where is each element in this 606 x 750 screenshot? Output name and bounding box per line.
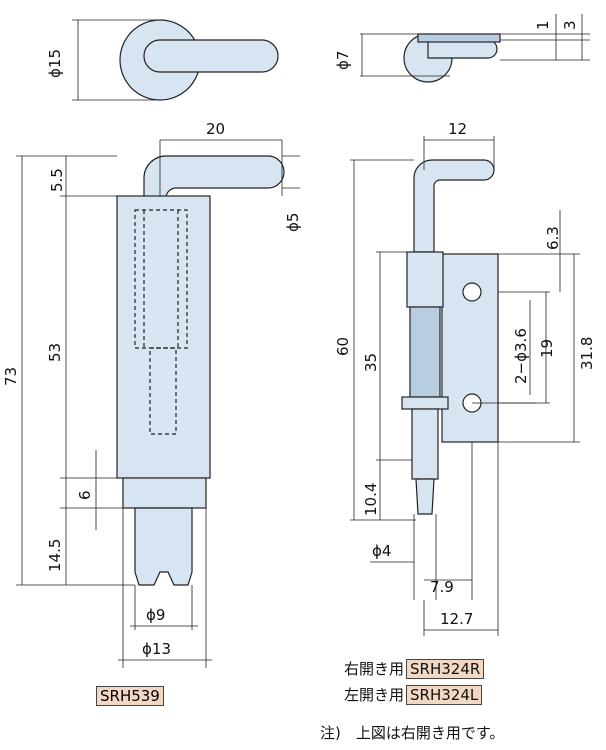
dim-73: 73 <box>2 367 20 386</box>
left-code-badge: SRH324L <box>406 685 483 705</box>
dim-6-3: 6.3 <box>544 226 562 250</box>
dim-top-1: 1 <box>534 20 552 30</box>
dim-10-4: 10.4 <box>362 483 380 516</box>
dim-top-3: 3 <box>561 20 579 30</box>
dim-phi13: ϕ13 <box>142 640 171 658</box>
side-view-left <box>16 139 300 668</box>
dim-53: 53 <box>46 343 64 362</box>
dim-phi9: ϕ9 <box>146 606 165 624</box>
dim-phi4: ϕ4 <box>372 542 391 560</box>
dim-31-8: 31.8 <box>578 337 596 370</box>
dim-phi5: ϕ5 <box>284 213 302 232</box>
dim-6: 6 <box>76 490 94 500</box>
right-use-label: 右開き用 <box>344 660 405 678</box>
top-view-left <box>72 19 279 101</box>
dim-14-5: 14.5 <box>46 539 64 572</box>
dim-top-phi7: ϕ7 <box>334 51 352 70</box>
dim-12: 12 <box>448 120 467 138</box>
dim-2-phi3-6: 2−ϕ3.6 <box>512 328 530 384</box>
dim-12-7: 12.7 <box>440 610 473 628</box>
dim-20: 20 <box>206 120 225 138</box>
model-badge-srh539: SRH539 <box>96 686 164 706</box>
dim-5-5: 5.5 <box>48 168 66 192</box>
side-view-right <box>350 136 580 636</box>
footnote: 注) 上図は右開き用です。 <box>320 724 505 742</box>
dim-35: 35 <box>362 353 380 372</box>
dim-19: 19 <box>538 339 556 358</box>
left-use-label: 左開き用 <box>344 686 405 704</box>
top-view-right <box>360 14 590 83</box>
dim-top-phi15: ϕ15 <box>46 49 64 78</box>
dim-7-9: 7.9 <box>430 578 454 596</box>
dim-60: 60 <box>334 337 352 356</box>
right-code-badge: SRH324R <box>406 659 485 679</box>
